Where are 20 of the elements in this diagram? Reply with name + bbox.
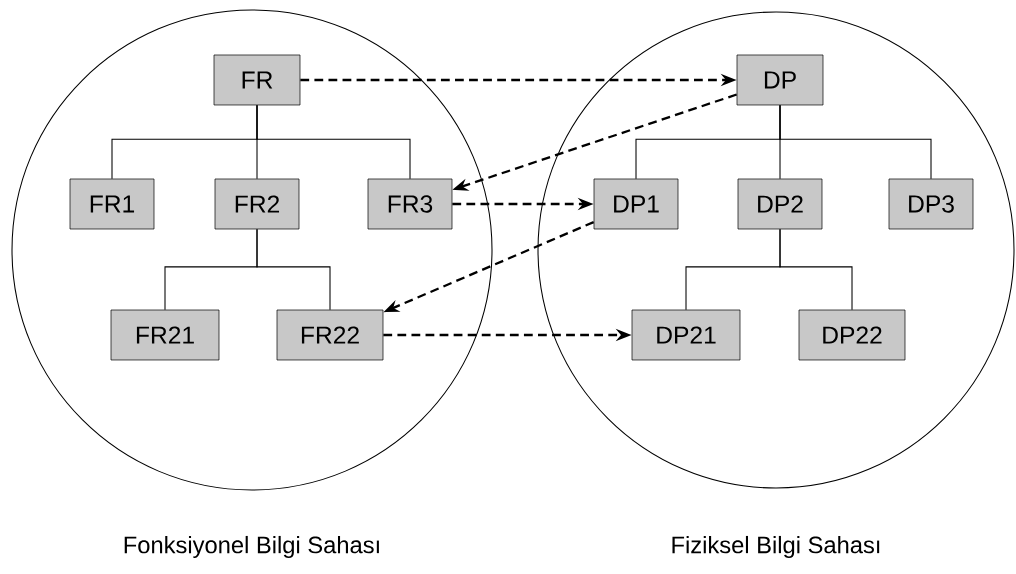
requirement-box: FR21: [110, 309, 220, 361]
tree-line: [779, 104, 932, 180]
domain-circle: [537, 11, 1015, 489]
requirement-box: FR22: [276, 309, 384, 361]
requirement-box: DP3: [888, 178, 974, 230]
domain-circle: [11, 9, 493, 491]
requirement-box: DP1: [593, 178, 679, 230]
domain-caption: Fonksiyonel Bilgi Sahası: [124, 535, 379, 559]
requirement-box: DP21: [631, 309, 741, 361]
domain-caption: Fiziksel Bilgi Sahası: [672, 535, 880, 559]
requirement-box: FR2: [214, 178, 300, 230]
tree-line: [779, 228, 853, 311]
tree-line: [256, 104, 411, 180]
tree-line: [256, 228, 331, 311]
requirement-box: DP2: [737, 178, 823, 230]
requirement-box: DP: [736, 54, 824, 106]
requirement-box: FR1: [69, 178, 155, 230]
requirement-box: DP22: [798, 309, 906, 361]
requirement-box: FR: [213, 54, 301, 106]
requirement-box: FR3: [367, 178, 453, 230]
